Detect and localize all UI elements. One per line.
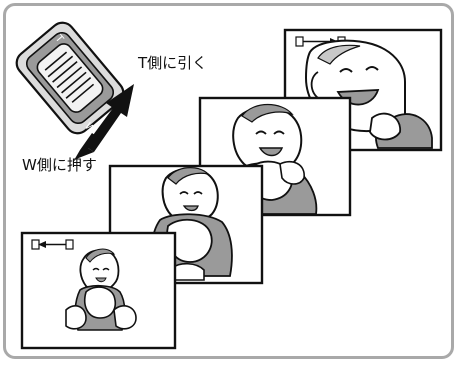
zoom-indicator — [31, 239, 74, 250]
zoom-double-arrow — [73, 84, 134, 162]
frame-wide-mid — [108, 164, 264, 285]
frame-tele — [283, 28, 443, 152]
frame-widest — [20, 231, 177, 350]
tele-instruction-label: T側に引く — [138, 54, 208, 72]
wide-instruction-label: W側に押す — [22, 156, 97, 174]
zoom-lever: T W — [15, 21, 125, 136]
